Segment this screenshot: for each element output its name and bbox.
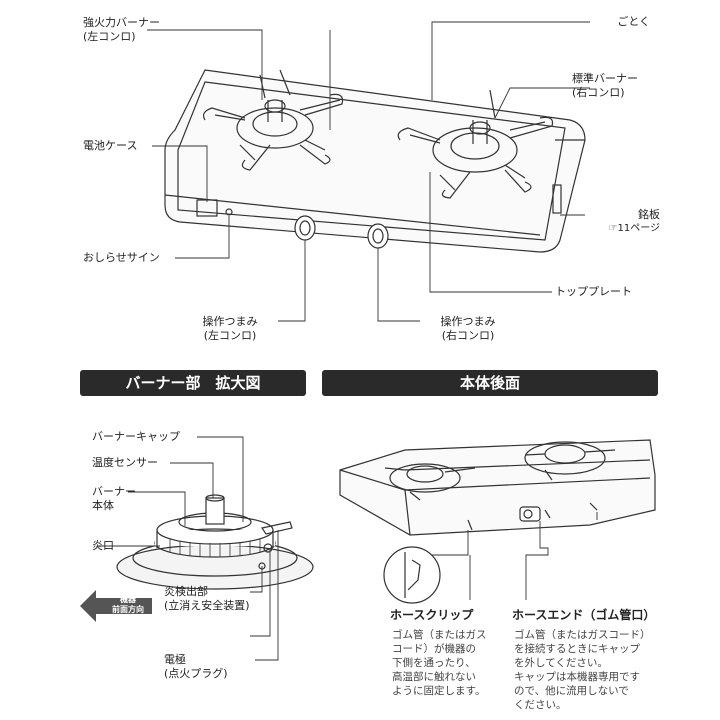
flame-port-label: 炎口 [92,539,114,552]
knob-right-label: 操作つまみ (右コンロ) [440,315,496,342]
gotoku-label: ごとく [617,15,650,28]
burner-detail-illustration [116,494,314,590]
hose-end-label: ホースエンド（ゴム管口） [512,608,656,622]
strong-burner-label: 強火力バーナー (左コンロ) [83,16,160,43]
burner-cap-label: バーナーキャップ [92,430,180,443]
rear-heading: 本体後面 [322,370,658,396]
temp-sensor-label: 温度センサー [92,456,158,469]
front-direction-label: 機器 前面方向 [112,595,144,614]
hose-clip-zoom-illustration [383,546,441,604]
top-plate-label: トッププレート [555,285,632,298]
burner-body-label: バーナー 本体 [92,485,136,512]
burner-detail-heading: バーナー部 拡大図 [80,370,306,396]
notice-sign-label: おしらせサイン [83,251,160,264]
stove-top-illustration [164,69,586,253]
hose-clip-note: ゴム管（またはガス コード）が機器の 下側を通ったり、 高温部に触れない ように… [392,629,487,697]
flame-detect-label: 炎検出部 (立消え安全装置) [164,585,250,612]
nameplate-label: 銘板 ☞11ページ [608,208,661,234]
hose-clip-label: ホースクリップ [390,608,474,622]
hose-end-note: ゴム管（またはガスコード） を接続するときにキャップ を外してください。 キャッ… [514,629,651,711]
knob-left-label: 操作つまみ (左コンロ) [202,315,258,342]
battery-case-label: 電池ケース [83,139,138,152]
front-direction-arrow [80,590,152,622]
standard-burner-label: 標準バーナー (右コンロ) [572,72,638,99]
rear-body-illustration [339,439,656,536]
electrode-label: 電極 (点火プラグ) [164,653,228,680]
